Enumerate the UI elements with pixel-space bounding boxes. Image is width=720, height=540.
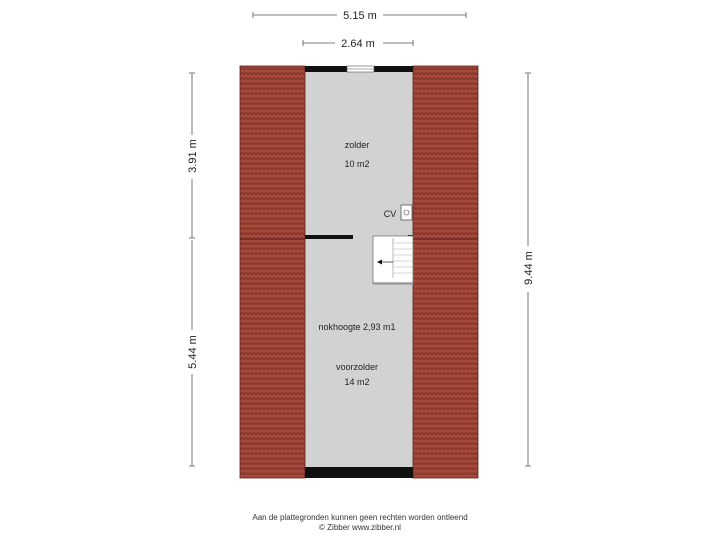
partition-wall (305, 235, 353, 239)
copyright-text: © Zibber www.zibber.nl (319, 523, 401, 532)
top-wall-left (305, 66, 347, 72)
dimension-upper-depth: 3.91 m (185, 72, 199, 239)
dimension-inner-width: 2.64 m (302, 35, 414, 50)
roof-slope-left (239, 65, 306, 479)
top-wall-right (374, 66, 413, 72)
cv-boiler (400, 204, 413, 221)
cv-label: CV (384, 209, 397, 219)
boiler-icon (403, 209, 410, 216)
roof-window (346, 65, 375, 73)
roof-slope-right (412, 65, 479, 479)
stair-direction-arrow-icon (377, 259, 382, 265)
total-depth-label: 9.44 m (523, 251, 535, 285)
room-name-zolder: zolder (345, 140, 370, 150)
lower-depth-label: 5.44 m (187, 335, 199, 369)
inner-width-label: 2.64 m (341, 38, 375, 50)
disclaimer-text: Aan de plattegronden kunnen geen rechten… (252, 513, 468, 522)
room-area-zolder: 10 m2 (344, 159, 369, 169)
dimension-lower-depth: 5.44 m (185, 240, 199, 467)
bottom-wall (305, 467, 413, 478)
dimension-total-width: 5.15 m (252, 7, 467, 22)
room-name-voorzolder: voorzolder (336, 362, 378, 372)
dimension-total-depth: 9.44 m (521, 72, 535, 467)
ridge-height-note: nokhoogte 2,93 m1 (318, 322, 395, 332)
upper-depth-label: 3.91 m (187, 139, 199, 173)
room-area-voorzolder: 14 m2 (344, 377, 369, 387)
total-width-label: 5.15 m (343, 10, 377, 22)
staircase (372, 235, 414, 285)
